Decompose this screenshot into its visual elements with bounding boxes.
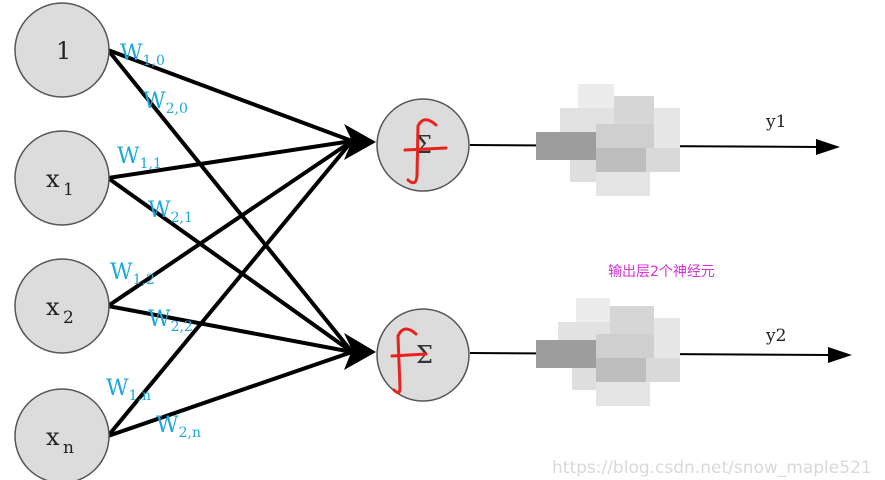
handwritten-f-mark xyxy=(403,118,448,185)
input-layer: 1 x 1 x 2 x n xyxy=(14,2,110,480)
input-node: x 1 xyxy=(14,130,110,226)
output-neuron: Σ xyxy=(376,98,470,192)
edge-1-to-neuron-2 xyxy=(106,48,354,354)
arrowhead-neuron-1 xyxy=(344,124,376,160)
edge-x1-to-neuron-2 xyxy=(106,176,354,354)
weight-label: W1,n xyxy=(106,376,151,404)
handwritten-f-mark xyxy=(390,327,428,395)
weight-labels: W1,0 W2,0 W1,1 W2,1 W1,2 W2,2 W1,n W2,n xyxy=(106,41,201,441)
edge-xn-to-neuron-2 xyxy=(107,350,353,438)
output-arrowhead-1 xyxy=(816,139,840,155)
output-arrowhead-2 xyxy=(828,347,852,363)
output-layer-annotation: 输出层2个神经元 xyxy=(608,264,715,280)
input-node-circle xyxy=(14,388,110,480)
input-node-label: x xyxy=(46,293,60,321)
edge-x2-to-neuron-1 xyxy=(106,139,354,308)
input-node-circle xyxy=(14,130,110,226)
input-node-subscript: n xyxy=(63,438,74,458)
pixelated-blur-region xyxy=(536,84,680,196)
weight-label: W1,2 xyxy=(110,260,155,288)
edge-1-to-neuron-1 xyxy=(107,48,353,143)
input-node-label: 1 xyxy=(56,37,71,65)
input-node: x 2 xyxy=(14,258,110,354)
input-node-subscript: 2 xyxy=(63,308,74,328)
output-label-y2: y2 xyxy=(765,326,786,346)
input-node-subscript: 1 xyxy=(63,180,74,200)
input-node: 1 xyxy=(14,2,110,98)
edge-x1-to-neuron-1 xyxy=(107,139,353,180)
output-label-y1: y1 xyxy=(765,112,786,132)
weight-label: W2,n xyxy=(156,413,201,441)
weight-label: W1,1 xyxy=(117,144,162,172)
input-node-label: x xyxy=(46,165,60,193)
output-neuron-circle xyxy=(376,98,470,192)
input-node-circle xyxy=(14,2,110,98)
weight-label: W2,0 xyxy=(143,89,188,117)
arrowheads xyxy=(344,124,376,370)
pixelated-blur-region xyxy=(536,298,680,406)
weight-label: W2,2 xyxy=(148,307,193,335)
input-node: x n xyxy=(14,388,110,480)
input-node-circle xyxy=(14,258,110,354)
watermark: https://blog.csdn.net/snow_maple521 xyxy=(552,458,872,478)
edge-x2-to-neuron-2 xyxy=(107,304,353,354)
arrowhead-neuron-2 xyxy=(344,333,376,370)
weight-label: W2,1 xyxy=(148,198,193,226)
input-node-label: x xyxy=(46,423,60,451)
weight-label: W1,0 xyxy=(120,41,165,69)
output-layer: Σ Σ xyxy=(376,98,470,402)
output-neuron: Σ xyxy=(376,308,470,402)
connections xyxy=(106,48,354,438)
edge-xn-to-neuron-1 xyxy=(106,139,354,438)
